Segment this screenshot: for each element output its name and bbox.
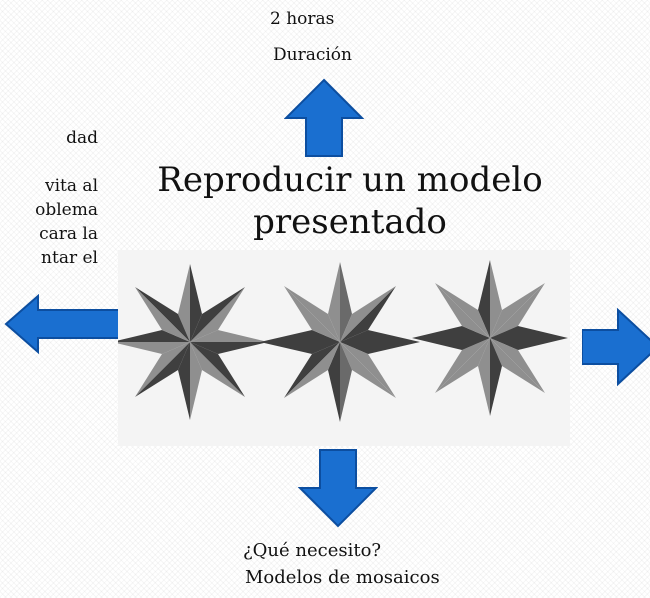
needs-question: ¿Qué necesito?: [243, 540, 382, 561]
arrow-left-icon: [4, 294, 126, 354]
diagram-title-line2: presentado: [253, 202, 447, 242]
left-text-line5: ntar el: [41, 248, 98, 268]
diagram-title-line1: Reproducir un modelo: [157, 160, 543, 200]
arrow-down-icon: [298, 448, 378, 528]
arrow-up-icon: [284, 78, 364, 158]
left-text-line4: cara la: [39, 224, 98, 244]
duration-value: 2 horas: [270, 9, 335, 29]
arrow-right-icon: [582, 308, 650, 386]
duration-label: Duración: [273, 45, 352, 65]
left-text-line1: dad: [66, 128, 98, 148]
left-text-line3: oblema: [35, 200, 98, 220]
mosaic-star-2: [260, 262, 420, 422]
mosaic-models-image: [112, 250, 570, 446]
needs-answer: Modelos de mosaicos: [245, 567, 440, 588]
mosaic-star-1: [112, 264, 268, 420]
left-text-line2: vita al: [45, 176, 98, 196]
mosaic-star-3: [412, 260, 568, 416]
